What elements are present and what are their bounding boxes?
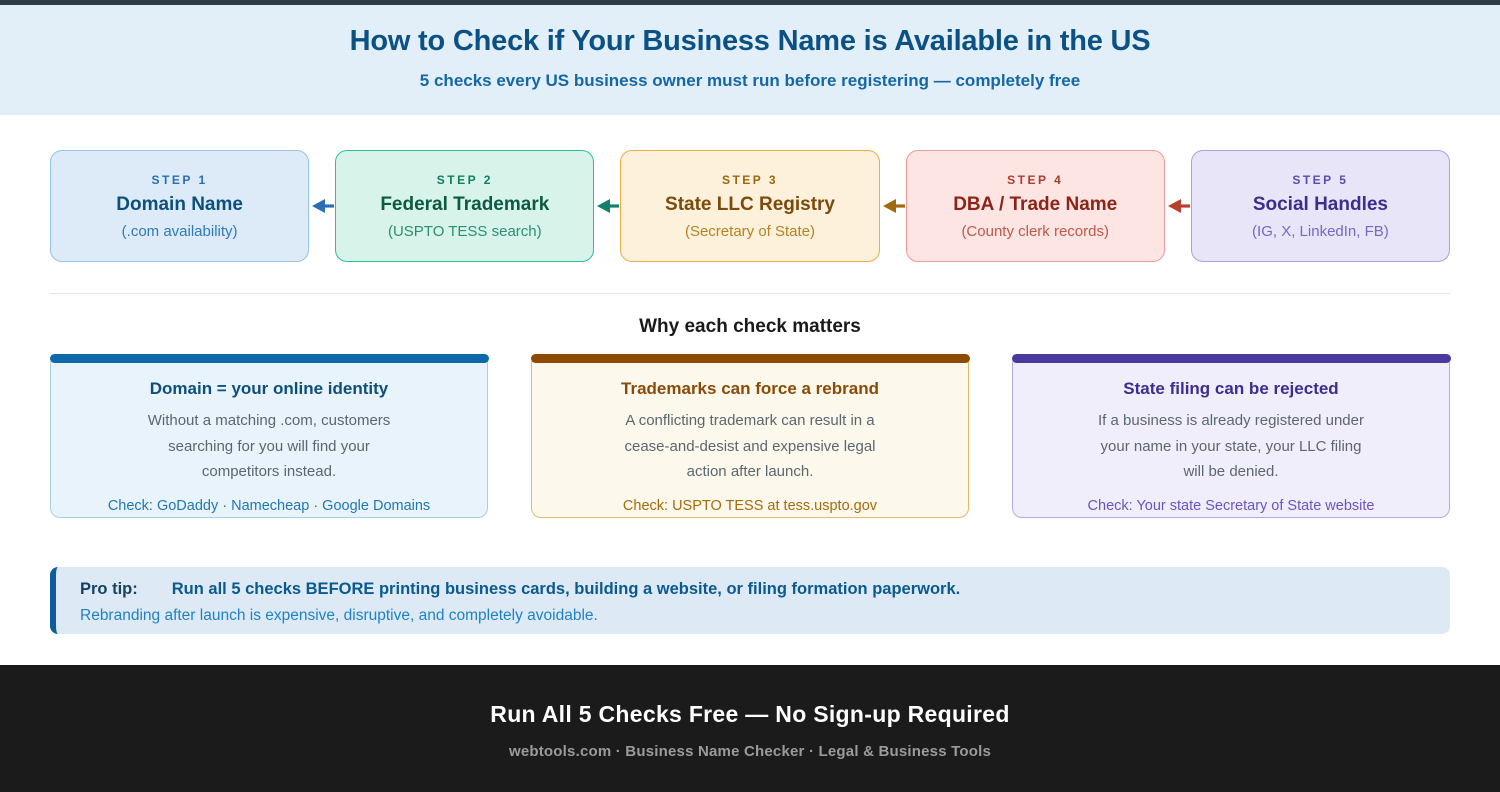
pro-tip-subtext: Rebranding after launch is expensive, di… [80,607,598,624]
arrow-left-icon [594,150,620,262]
step-label: STEP 3 [721,172,779,187]
step-title: Social Handles [1252,193,1388,215]
step-card-social-handles: STEP 5 Social Handles (IG, X, LinkedIn, … [1190,150,1451,262]
step-subtitle: (IG, X, LinkedIn, FB) [1252,222,1389,240]
why-card-body: A conflicting trademark can result in a … [624,412,876,480]
why-section-heading: Why each check matters [639,316,861,337]
page-title: How to Check if Your Business Name is Av… [349,25,1151,57]
card-accent-bar [530,353,970,363]
step-label: STEP 1 [151,172,208,187]
why-card-trademark: Trademarks can force a rebrand A conflic… [530,353,970,518]
step-subtitle: (.com availability) [121,222,238,240]
why-card-check-line: Check: USPTO TESS at tess.uspto.gov [622,497,878,514]
footer-branding: webtools.com · Business Name Checker · L… [508,743,992,760]
why-card-title: State filing can be rejected [1123,379,1339,398]
arrow-left-icon [309,150,335,262]
step-subtitle: (Secretary of State) [684,222,816,240]
step-title: DBA / Trade Name [953,193,1118,215]
why-card-state-filing: State filing can be rejected If a busine… [1011,353,1451,518]
step-title: Domain Name [116,193,243,215]
section-divider [50,293,1450,294]
steps-row: STEP 1 Domain Name (.com availability) S… [50,150,1451,262]
main-content: STEP 1 Domain Name (.com availability) S… [0,150,1500,634]
step-subtitle: (USPTO TESS search) [387,222,542,240]
why-card-domain: Domain = your online identity Without a … [49,353,489,518]
footer: Run All 5 Checks Free — No Sign-up Requi… [0,665,1500,792]
step-subtitle: (County clerk records) [961,222,1109,240]
pro-tip-banner: Pro tip: Run all 5 checks BEFORE printing… [50,567,1450,634]
pro-tip-line: Pro tip: Run all 5 checks BEFORE printing… [80,580,1426,599]
why-card-check-line: Check: GoDaddy · Namecheap · Google Doma… [107,497,431,514]
card-accent-bar [1011,353,1451,363]
why-cards-row: Domain = your online identity Without a … [49,353,1451,518]
step-title: State LLC Registry [665,193,835,215]
arrow-left-icon [880,150,906,262]
why-card-check-line: Check: Your state Secretary of State web… [1087,497,1375,514]
step-card-state-llc-registry: STEP 3 State LLC Registry (Secretary of … [620,150,880,262]
card-accent-bar [49,353,489,363]
step-card-dba-trade-name: STEP 4 DBA / Trade Name (County clerk re… [905,150,1165,262]
pro-tip-headline: Run all 5 checks BEFORE printing busines… [171,580,961,598]
why-card-body: If a business is already registered unde… [1098,412,1364,480]
step-label: STEP 2 [436,172,493,187]
step-card-federal-trademark: STEP 2 Federal Trademark (USPTO TESS sea… [335,150,595,262]
step-card-domain-name: STEP 1 Domain Name (.com availability) [50,150,310,262]
step-label: STEP 4 [1007,172,1064,187]
step-title: Federal Trademark [380,193,550,215]
top-accent-bar [0,0,1500,5]
why-card-title: Trademarks can force a rebrand [621,379,879,398]
why-card-body: Without a matching .com, customers searc… [147,412,391,480]
why-card-title: Domain = your online identity [149,379,389,398]
footer-cta-title: Run All 5 Checks Free — No Sign-up Requi… [490,701,1010,727]
step-label: STEP 5 [1292,172,1349,187]
page-subtitle: 5 checks every US business owner must ru… [419,71,1081,90]
arrow-left-icon [1165,150,1191,262]
pro-tip-label: Pro tip: [80,580,138,598]
header: How to Check if Your Business Name is Av… [0,5,1500,115]
